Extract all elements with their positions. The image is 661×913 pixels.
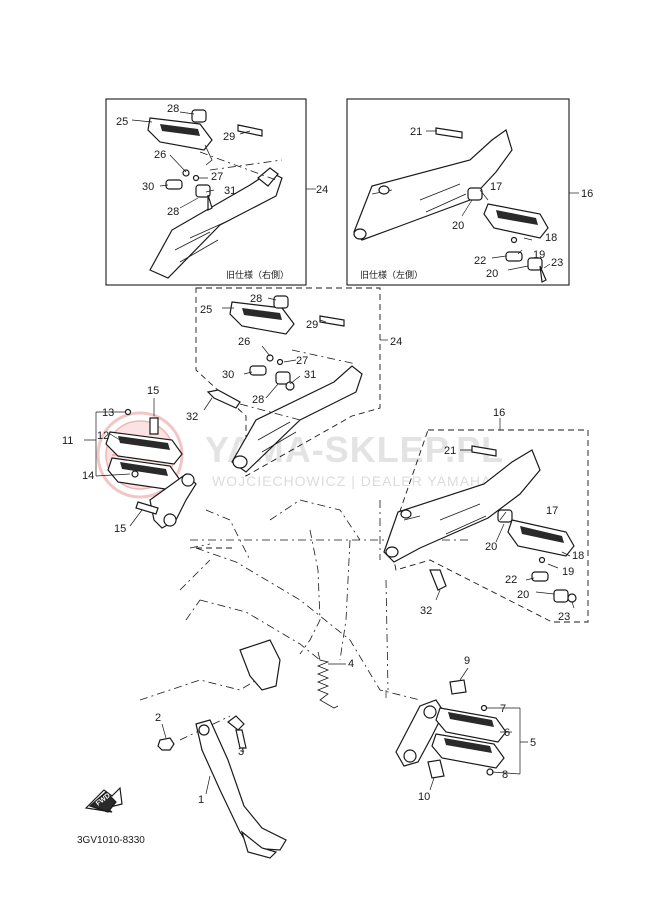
callout-26-a: 26 [154, 149, 166, 161]
callout-17-b: 17 [546, 505, 558, 517]
rear-footrest-left-group: 21 17 20 18 19 22 20 23 32 16 [383, 407, 589, 623]
callout-15-a: 15 [147, 385, 159, 397]
callout-19-a: 19 [533, 249, 545, 261]
callout-19-b: 19 [562, 566, 574, 578]
callout-21-b: 21 [444, 445, 456, 457]
callout-8: 8 [502, 769, 508, 781]
callout-23-b: 23 [558, 611, 570, 623]
front-footrest-left: 11 12 13 14 15 15 [62, 385, 197, 535]
box-right-caption: 旧仕様（右側） [226, 269, 289, 281]
watermark-subtitle: WOJCIECHOWICZ | DEALER YAMAHA [212, 473, 491, 489]
callout-28-c: 28 [250, 293, 262, 305]
fwd-arrow: FWD [84, 786, 123, 813]
callout-10: 10 [418, 791, 430, 803]
callout-4: 4 [348, 658, 354, 670]
box-old-spec-left: 旧仕様（左側） 21 17 20 18 19 22 20 23 16 [346, 98, 593, 286]
callout-27-b: 27 [296, 355, 308, 367]
callout-20-d: 20 [517, 589, 529, 601]
callout-24-a: 24 [316, 184, 328, 196]
box-old-spec-right: 旧仕様（右側） 25 28 29 26 27 30 31 28 24 [105, 98, 328, 286]
drawing-code: 3GV1010-8330 [77, 835, 145, 846]
callout-18-a: 18 [545, 232, 557, 244]
callout-27-a: 27 [211, 171, 223, 183]
callout-5: 5 [530, 737, 536, 749]
frame-outline [139, 499, 470, 741]
callout-29-b: 29 [306, 319, 318, 331]
callout-6: 6 [504, 727, 510, 739]
callout-20-a: 20 [452, 220, 464, 232]
front-footrest-right: 9 7 6 5 8 10 [385, 655, 536, 803]
callout-30-a: 30 [142, 181, 154, 193]
callout-16-a: 16 [581, 188, 593, 200]
callout-30-b: 30 [222, 369, 234, 381]
callout-28-d: 28 [252, 394, 264, 406]
callout-26-b: 26 [238, 336, 250, 348]
callout-22-b: 22 [505, 574, 517, 586]
callout-28-b: 28 [167, 206, 179, 218]
callout-2: 2 [155, 712, 161, 724]
callout-31-b: 31 [304, 369, 316, 381]
callout-9: 9 [464, 655, 470, 667]
callout-16-b: 16 [493, 407, 505, 419]
callout-17-a: 17 [490, 181, 502, 193]
callout-14: 14 [82, 470, 94, 482]
sidestand-assembly: 2 3 4 1 [155, 639, 354, 859]
callout-18-b: 18 [572, 550, 584, 562]
callout-13: 13 [102, 407, 114, 419]
callout-25-b: 25 [200, 304, 212, 316]
callout-15-b: 15 [114, 523, 126, 535]
callout-12: 12 [97, 430, 109, 442]
callout-1: 1 [198, 794, 204, 806]
callout-28-a: 28 [167, 103, 179, 115]
callout-23-a: 23 [551, 257, 563, 269]
callout-20-b: 20 [486, 268, 498, 280]
callout-32-a: 32 [186, 411, 198, 423]
rear-footrest-right-group: 25 28 29 26 27 30 31 28 32 24 [186, 287, 402, 477]
callout-31-a: 31 [224, 185, 236, 197]
callout-11: 11 [62, 435, 73, 447]
callout-22-a: 22 [474, 255, 486, 267]
callout-7: 7 [500, 703, 506, 715]
box-left-caption: 旧仕様（左側） [360, 269, 423, 281]
callout-24-b: 24 [390, 336, 402, 348]
callout-21-a: 21 [410, 126, 422, 138]
callout-32-b: 32 [420, 605, 432, 617]
callout-25-a: 25 [116, 116, 128, 128]
callout-20-c: 20 [485, 541, 497, 553]
callout-29-a: 29 [223, 131, 235, 143]
callout-3: 3 [238, 746, 244, 758]
